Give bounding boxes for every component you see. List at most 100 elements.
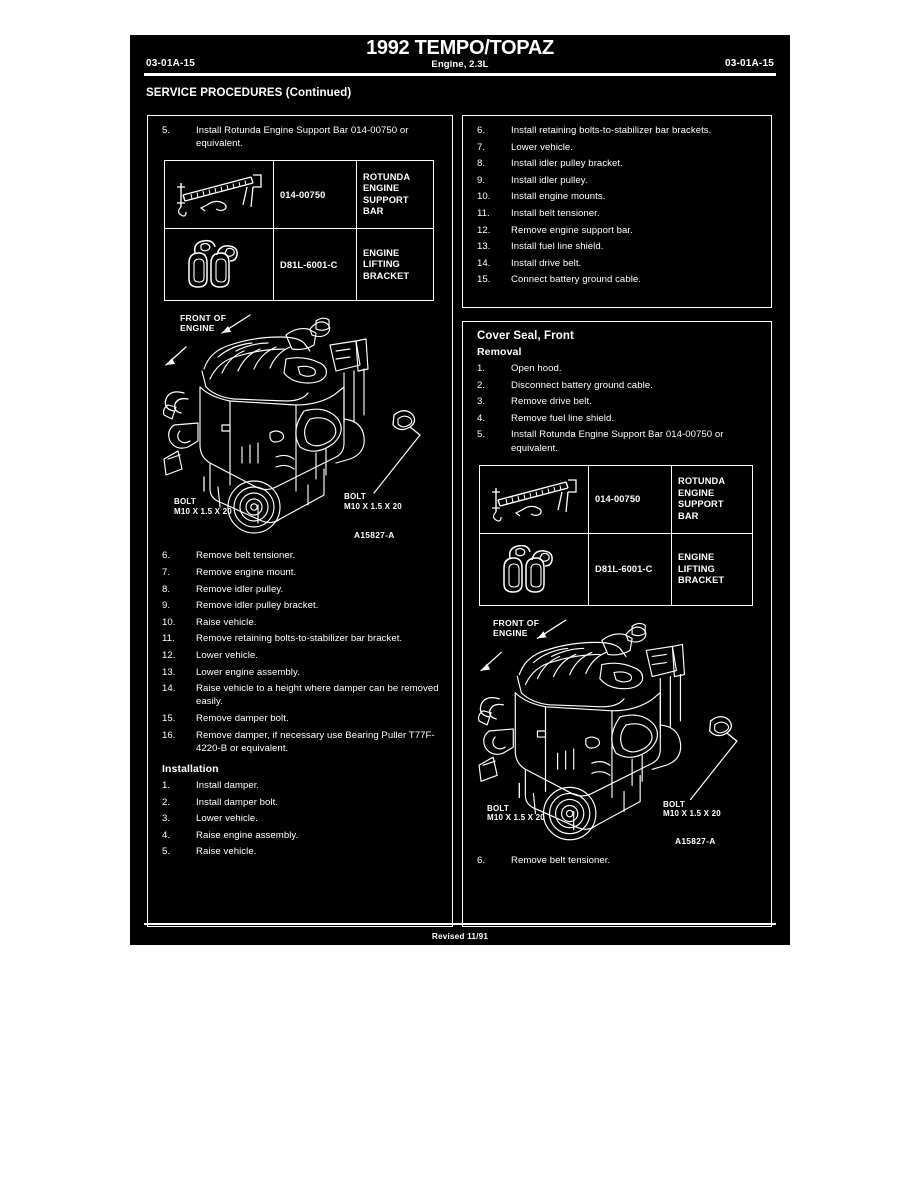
- list-item: 3. Lower vehicle.: [158, 812, 442, 825]
- right-steps-after-figure: 6. Remove belt tensioner.: [473, 854, 761, 867]
- list-item: 11.Install belt tensioner.: [473, 207, 761, 220]
- step-text: Install idler pulley bracket.: [511, 158, 623, 170]
- step-text: Connect battery ground cable.: [511, 274, 641, 286]
- document-title: 1992 TEMPO/TOPAZ: [366, 37, 554, 59]
- right-column-box-bottom: Cover Seal, Front Removal 1.Open hood. 2…: [462, 321, 772, 927]
- list-item: 4. Remove fuel line shield.: [473, 412, 761, 425]
- step-text: Install idler pulley.: [511, 174, 588, 186]
- step-number: 6.: [162, 550, 171, 562]
- step-number: 15.: [162, 712, 176, 724]
- figure-front-of-engine-label: FRONT OF ENGINE: [180, 313, 227, 334]
- step-text: Install retaining bolts-to-stabilizer ba…: [511, 125, 712, 136]
- list-item: 7. Lower vehicle.: [473, 141, 761, 154]
- step-number: 12.: [477, 224, 491, 236]
- step-number: 10.: [477, 191, 491, 203]
- section-title: SERVICE PROCEDURES (Continued): [146, 87, 352, 99]
- step-text: Lower vehicle.: [196, 813, 259, 825]
- engine-assembly-drawing: [477, 619, 738, 841]
- step-text: Remove fuel line shield.: [511, 412, 615, 424]
- step-number: 5.: [477, 429, 486, 441]
- list-item: 5.Install Rotunda Engine Support Bar 014…: [473, 428, 761, 454]
- step-text: Install drive belt.: [511, 257, 582, 269]
- list-item: 14.Raise vehicle to a height where dampe…: [158, 682, 442, 708]
- right-steps-top: 6. Install retaining bolts-to-stabilizer …: [473, 124, 761, 287]
- right-column-box-top: 6. Install retaining bolts-to-stabilizer …: [462, 115, 772, 308]
- installation-heading: Installation: [162, 762, 219, 775]
- list-item: 7.Remove engine mount.: [158, 566, 442, 579]
- step-text: Lower vehicle.: [196, 649, 259, 661]
- list-item: 10. Raise vehicle.: [158, 616, 442, 629]
- left-column-box: 5. Install Rotunda Engine Support Bar 01…: [147, 115, 453, 927]
- figure-id: A15827-A: [354, 530, 395, 541]
- step-number: 10.: [162, 616, 176, 628]
- step-number: 4.: [162, 829, 171, 841]
- step-number: 11.: [477, 207, 490, 219]
- cover-seal-front-heading: Cover Seal, Front: [477, 330, 574, 342]
- step-number: 13.: [477, 241, 491, 253]
- list-item: 6. Remove belt tensioner.: [473, 854, 761, 867]
- step-number: 1.: [162, 779, 171, 791]
- list-item: 1.Open hood.: [473, 362, 761, 375]
- masthead-rule: [144, 73, 776, 76]
- step-number: 16.: [162, 729, 176, 741]
- step-number: 14.: [477, 257, 491, 269]
- step-number: 1.: [477, 363, 486, 374]
- tool-name: ROTUNDA ENGINE SUPPORT BAR: [671, 464, 753, 534]
- step-text: Remove idler pulley.: [196, 583, 284, 595]
- table-row: 014-00750 ROTUNDA ENGINE SUPPORT BAR: [479, 464, 753, 534]
- step-text: Remove belt tensioner.: [511, 854, 611, 866]
- step-number: 15.: [477, 274, 491, 286]
- list-item: 12.Lower vehicle.: [158, 649, 442, 662]
- list-item: 13.Install fuel line shield.: [473, 240, 761, 253]
- step-text: Remove damper, if necessary use Bearing …: [196, 729, 435, 754]
- document-subtitle: Engine, 2.3L: [431, 59, 489, 70]
- step-number: 8.: [162, 583, 171, 595]
- step-number: 8.: [477, 158, 486, 170]
- step-number: 5.: [162, 125, 171, 136]
- tool-name: ENGINE LIFTING BRACKET: [356, 228, 434, 302]
- step-text: Remove idler pulley bracket.: [196, 600, 319, 612]
- step-number: 3.: [477, 396, 486, 408]
- left-engine-figure: FRONT OF ENGINE BOLT M10 X 1.5 X 20 BOLT…: [158, 307, 442, 545]
- step-text: Remove engine support bar.: [511, 224, 633, 236]
- list-item: 10.Install engine mounts.: [473, 190, 761, 203]
- tool-name: ROTUNDA ENGINE SUPPORT BAR: [356, 160, 434, 230]
- figure-bolt-label-right: BOLT M10 X 1.5 X 20: [663, 799, 721, 819]
- step-number: 4.: [477, 412, 486, 424]
- step-text: Raise vehicle.: [196, 616, 257, 628]
- engine-lifting-bracket-icon: [164, 228, 274, 302]
- list-item: 12. Remove engine support bar.: [473, 224, 761, 237]
- step-number: 3.: [162, 813, 171, 825]
- step-text: Raise vehicle.: [196, 846, 257, 858]
- step-number: 6.: [477, 854, 486, 866]
- step-number: 6.: [477, 125, 486, 136]
- step-text: Lower vehicle.: [511, 141, 574, 153]
- figure-bolt-label-left: BOLT M10 X 1.5 X 20: [174, 497, 232, 516]
- footer-revised-date: Revised 11/91: [431, 932, 489, 941]
- list-item: 2.Install damper bolt.: [158, 796, 442, 809]
- step-text: Remove belt tensioner.: [196, 550, 296, 562]
- list-item: 2.Disconnect battery ground cable.: [473, 379, 761, 392]
- page-number-left: 03-01A-15: [146, 58, 196, 69]
- footer-rule: [144, 922, 776, 925]
- step-text: Install Rotunda Engine Support Bar 014-0…: [196, 125, 409, 150]
- list-item: 13.Lower engine assembly.: [158, 666, 442, 679]
- list-item: 1.Install damper.: [158, 779, 442, 792]
- step-number: 5.: [162, 846, 171, 858]
- list-item: 9.Install idler pulley.: [473, 174, 761, 187]
- list-item: 11.Remove retaining bolts-to-stabilizer …: [158, 632, 442, 645]
- step-number: 7.: [477, 141, 486, 153]
- list-item: 16. Remove damper, if necessary use Beari…: [158, 729, 442, 755]
- step-text: Remove retaining bolts-to-stabilizer bar…: [196, 633, 403, 645]
- step-text: Lower engine assembly.: [196, 666, 300, 678]
- table-row: 014-00750 ROTUNDA ENGINE SUPPORT BAR: [164, 160, 434, 230]
- engine-lifting-bracket-icon: [479, 532, 589, 606]
- list-item: 4. Raise engine assembly.: [158, 829, 442, 842]
- step-text: Raise vehicle to a height where damper c…: [196, 683, 439, 708]
- table-row: D81L-6001-C ENGINE LIFTING BRACKET: [164, 228, 434, 302]
- step-number: 2.: [477, 379, 486, 391]
- step-text: Raise engine assembly.: [196, 829, 299, 841]
- list-item: 5. Install Rotunda Engine Support Bar 01…: [158, 124, 442, 150]
- list-item: 14. Install drive belt.: [473, 257, 761, 270]
- list-item: 6. Remove belt tensioner.: [158, 549, 442, 562]
